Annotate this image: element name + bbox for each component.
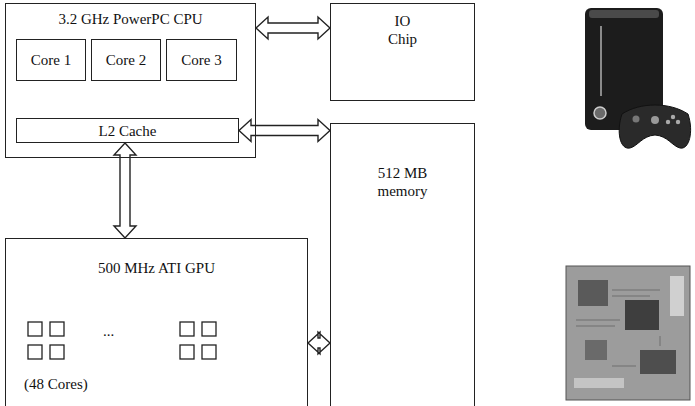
- gpu-core-square: [202, 345, 216, 359]
- gpu-core-grid: [28, 322, 216, 359]
- node-label: 3.2 GHz PowerPC CPU: [6, 10, 255, 28]
- node-label: IO Chip: [383, 12, 423, 48]
- console-photo: [585, 8, 691, 148]
- gpu-core-square: [28, 322, 42, 336]
- board: [566, 266, 690, 400]
- node-label: 512 MB memory: [372, 164, 434, 200]
- controller-button: [676, 120, 680, 124]
- board-chip: [578, 280, 608, 306]
- board-traces: [576, 290, 660, 366]
- board-connector: [670, 276, 684, 316]
- controller-stick: [633, 116, 640, 123]
- node-label: 500 MHz ATI GPU: [6, 259, 307, 277]
- board-chip: [640, 350, 676, 374]
- core-box: Core 3: [166, 39, 237, 81]
- motherboard-photo: [566, 266, 690, 400]
- board-connector: [574, 378, 624, 388]
- controller-button: [671, 115, 675, 119]
- cache-box: L2 Cache: [16, 118, 239, 143]
- bus-arrow: [308, 332, 330, 354]
- bus-arrow: [256, 17, 330, 39]
- node-label: Core 2: [106, 51, 146, 69]
- node-label: (48 Cores): [24, 375, 88, 393]
- node-label: L2 Cache: [99, 122, 157, 140]
- board-chip: [585, 340, 607, 360]
- gpu-core-square: [180, 345, 194, 359]
- controller-guide-button: [651, 116, 659, 124]
- memory-box: 512 MB memory: [330, 123, 475, 406]
- gpu-core-square: [50, 345, 64, 359]
- node-label: Core 3: [181, 51, 221, 69]
- controller: [619, 105, 690, 148]
- gpu-core-square: [180, 322, 194, 336]
- node-label: Core 1: [31, 51, 71, 69]
- disc-slot: [600, 26, 602, 96]
- cpu-box: 3.2 GHz PowerPC CPU Core 1 Core 2 Core 3 L2 …: [5, 3, 256, 158]
- io-chip-box: IO Chip: [330, 3, 475, 101]
- core-box: Core 1: [16, 39, 86, 81]
- bus-arrow: [239, 120, 330, 142]
- core-box: Core 2: [91, 39, 161, 81]
- gpu-core-square: [28, 345, 42, 359]
- gpu-core-square: [50, 322, 64, 336]
- console-top-highlight: [589, 10, 659, 18]
- power-button: [594, 107, 606, 119]
- gpu-core-square: [202, 322, 216, 336]
- controller-button: [666, 120, 670, 124]
- board-chip: [625, 300, 659, 330]
- gpu-box: 500 MHz ATI GPU (48 Cores): [5, 238, 308, 406]
- ellipsis-label: ...: [103, 322, 114, 340]
